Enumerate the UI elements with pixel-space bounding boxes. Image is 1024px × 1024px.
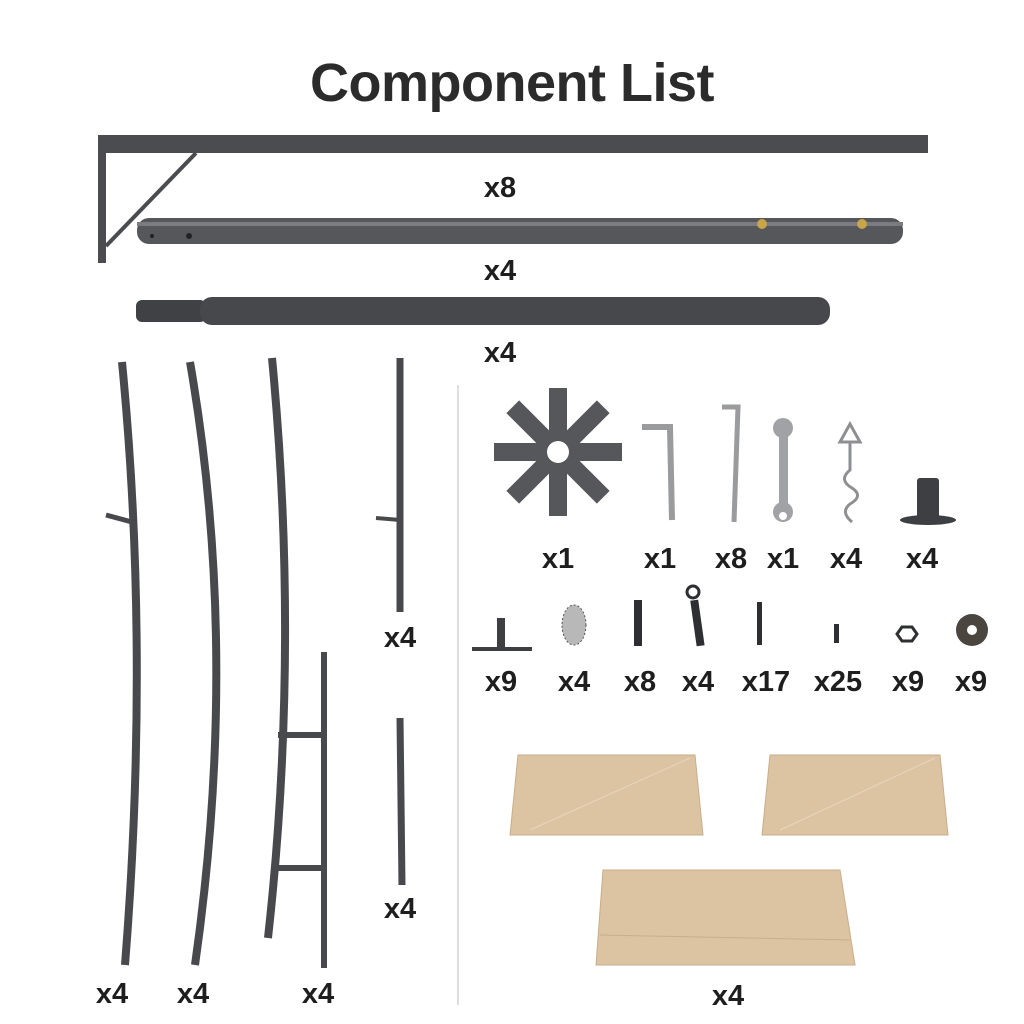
qty-washer: x9 [954, 666, 988, 698]
qty-short-screw: x25 [813, 666, 863, 698]
wrench-image [773, 418, 793, 522]
nut-image [895, 625, 919, 643]
telescoping-pole-image [136, 297, 830, 325]
bracket-image [472, 618, 532, 651]
crossbar-with-bolts-image [137, 218, 903, 244]
qty-curved-rafter-with-peg: x4 [95, 978, 129, 1010]
ladder-post-image [275, 652, 327, 968]
long-screw-image [757, 602, 762, 645]
qty-allen-key: x1 [643, 543, 677, 575]
short-post-with-peg-image [375, 358, 404, 612]
peg [105, 512, 133, 525]
allen-key-image [642, 424, 675, 521]
roof-beam-with-bracket-image [98, 135, 928, 263]
base-plate-image [900, 478, 956, 525]
page-title: Component List [310, 53, 714, 113]
qty-canopy-fabric: x4 [711, 980, 745, 1012]
qty-telescoping-pole: x4 [483, 337, 517, 369]
short-screw-image [834, 624, 839, 643]
qty-wrench: x1 [766, 543, 800, 575]
qty-expansion-bolt: x8 [623, 666, 657, 698]
qty-bracket: x9 [484, 666, 518, 698]
long-rafter-image [264, 357, 290, 939]
washer-image [956, 614, 988, 646]
qty-long-screw: x17 [741, 666, 791, 698]
curved-rafter-with-peg-image [118, 361, 141, 966]
qty-crossbar: x4 [483, 255, 517, 287]
qty-stake: x8 [714, 543, 748, 575]
short-post-image [396, 717, 406, 886]
qty-roof-beam: x8 [483, 172, 517, 204]
qty-ladder-post: x4 [301, 978, 335, 1010]
ground-anchor-image [837, 420, 863, 524]
qty-curved-rafter: x4 [176, 978, 210, 1010]
curved-rafter-image [186, 361, 221, 966]
qty-eye-bolt: x4 [681, 666, 715, 698]
qty-short-post: x4 [383, 893, 417, 925]
qty-base-plate: x4 [905, 543, 939, 575]
eye-bolt-image [685, 584, 705, 647]
stake-image [722, 404, 741, 523]
qty-rope: x4 [557, 666, 591, 698]
qty-nut: x9 [891, 666, 925, 698]
expansion-bolt-image [634, 600, 642, 646]
qty-short-post-with-peg: x4 [383, 622, 417, 654]
star-hub-image [494, 388, 622, 516]
qty-ground-anchor: x4 [829, 543, 863, 575]
qty-star-hub: x1 [541, 543, 575, 575]
canopy-fabric-image [509, 754, 949, 966]
rope-image [561, 604, 587, 646]
